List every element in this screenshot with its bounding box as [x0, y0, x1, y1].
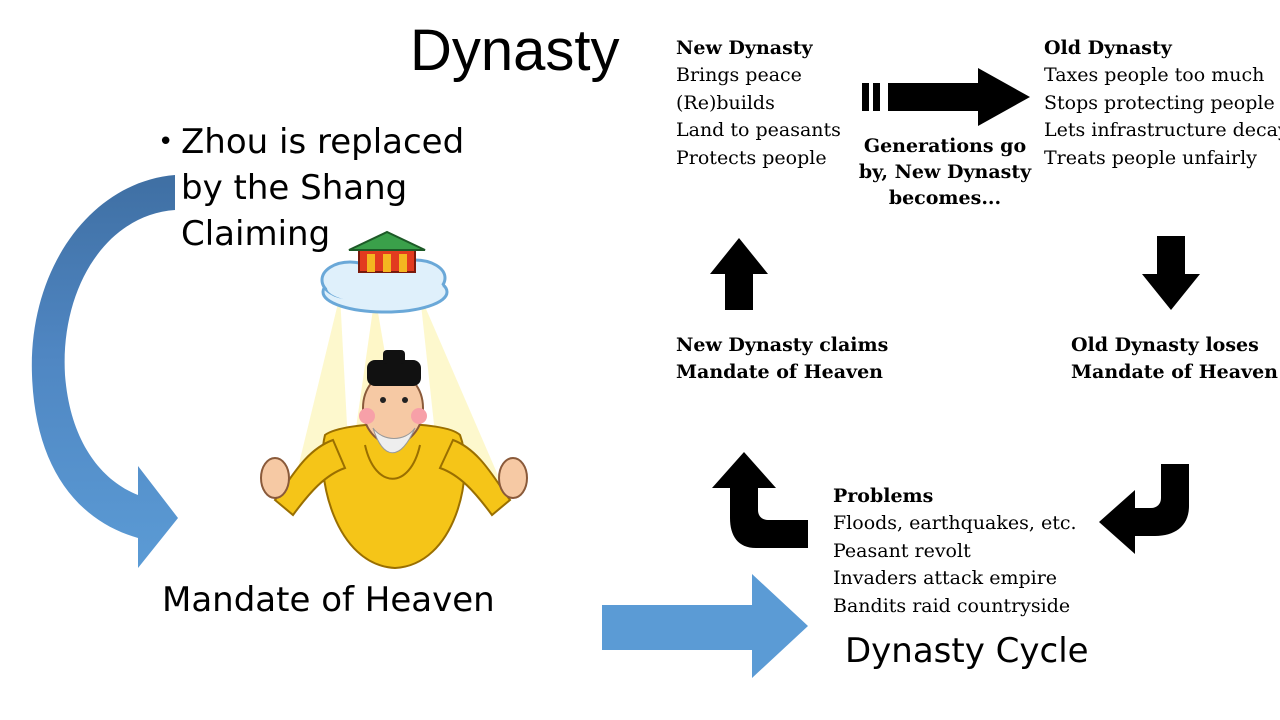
dynasty-cycle-caption: Dynasty Cycle	[845, 631, 1089, 671]
transition-note-line: by, New Dynasty	[858, 161, 1032, 184]
curved-blue-arrow	[31, 175, 178, 568]
black-curved-arrow-down-left-icon	[1099, 464, 1189, 554]
black-arrow-down-icon	[1142, 236, 1200, 310]
black-curved-arrow-left-up-icon	[712, 452, 808, 548]
black-arrow-right-icon	[862, 68, 1030, 126]
old-dynasty-item: Lets infrastructure decay	[1044, 119, 1280, 142]
transition-note-line: Generations go	[863, 135, 1027, 157]
black-arrow-up-icon	[710, 238, 768, 310]
hands-icon	[260, 457, 528, 499]
new-dynasty-item: (Re)builds	[676, 91, 775, 114]
palace-icon	[348, 230, 426, 273]
old-loses-line: Mandate of Heaven	[1071, 360, 1278, 383]
problems-item: Invaders attack empire	[833, 567, 1058, 590]
new-dynasty-heading: New Dynasty	[676, 37, 813, 59]
new-dynasty-item: Land to peasants	[676, 119, 841, 142]
problems-item: Bandits raid countryside	[833, 595, 1071, 618]
transition-note: Generations go by, New Dynasty becomes..…	[845, 133, 1045, 212]
right-blue-arrow	[602, 574, 808, 678]
mandate-of-heaven-caption: Mandate of Heaven	[162, 580, 495, 620]
new-dynasty-claims: New Dynasty claims Mandate of Heaven	[676, 332, 888, 385]
old-dynasty-loses: Old Dynasty loses Mandate of Heaven	[1071, 332, 1278, 385]
transition-note-line: becomes...	[888, 187, 1002, 210]
old-dynasty-box: Old Dynasty Taxes people too much Stops …	[1044, 35, 1280, 173]
old-dynasty-heading: Old Dynasty	[1044, 37, 1172, 59]
emperor-head-icon	[359, 350, 427, 454]
old-loses-line: Old Dynasty loses	[1071, 334, 1259, 356]
old-dynasty-item: Stops protecting people	[1044, 91, 1275, 114]
bullet-line-2: by the Shang	[181, 168, 408, 208]
problems-item: Floods, earthquakes, etc.	[833, 511, 1077, 534]
problems-box: Problems Floods, earthquakes, etc. Peasa…	[833, 483, 1077, 621]
problems-heading: Problems	[833, 485, 934, 507]
bullet-dot: •	[158, 127, 174, 157]
emperor-illustration	[260, 230, 528, 570]
new-claims-line: New Dynasty claims	[676, 334, 889, 356]
old-dynasty-item: Taxes people too much	[1044, 63, 1265, 86]
old-dynasty-item: Treats people unfairly	[1044, 147, 1257, 170]
slide-title: Dynasty	[410, 18, 620, 83]
new-dynasty-item: Brings peace	[676, 63, 802, 86]
new-dynasty-box: New Dynasty Brings peace (Re)builds Land…	[676, 35, 841, 173]
new-claims-line: Mandate of Heaven	[676, 360, 883, 383]
bullet-line-3: Claiming	[181, 214, 331, 254]
new-dynasty-item: Protects people	[676, 147, 827, 170]
problems-item: Peasant revolt	[833, 539, 971, 562]
bullet-line-1: Zhou is replaced	[181, 122, 465, 162]
robe-icon	[273, 422, 512, 570]
